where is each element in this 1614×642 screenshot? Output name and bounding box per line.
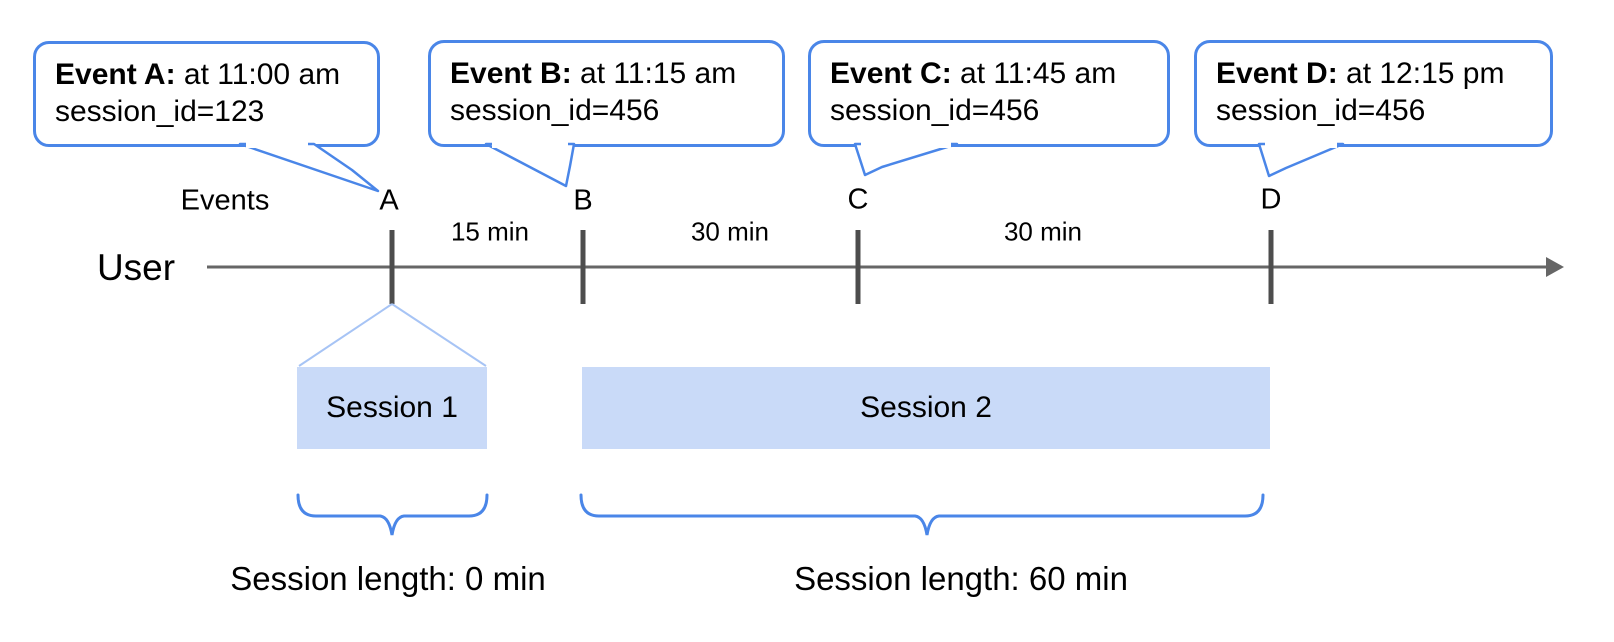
- event-b-callout-time: at 11:15 am: [571, 57, 737, 90]
- event-c-callout: Event C: at 11:45 am session_id=456: [808, 40, 1170, 147]
- event-d-callout: Event D: at 12:15 pm session_id=456: [1194, 40, 1553, 147]
- event-c-callout-time: at 11:45 am: [951, 57, 1117, 90]
- event-b-callout-session: session_id=456: [450, 94, 660, 127]
- event-d-callout-line1: Event D: at 12:15 pm: [1216, 55, 1536, 92]
- session1-label: Session 1: [326, 391, 458, 424]
- event-c-callout-title: Event C:: [830, 57, 952, 90]
- session1-funnel-line-left: [298, 303, 393, 367]
- session2-length-label: Session length: 60 min: [794, 560, 1128, 597]
- interval-b-c-label: 30 min: [690, 216, 770, 247]
- session1-brace: [296, 493, 489, 536]
- event-a-callout: Event A: at 11:00 am session_id=123: [33, 41, 380, 147]
- event-c-callout-line1: Event C: at 11:45 am: [830, 55, 1153, 92]
- interval-a-b-label: 15 min: [450, 216, 530, 247]
- event-c-marker-label: C: [847, 183, 869, 216]
- session1-box: Session 1: [297, 367, 487, 449]
- event-c-callout-session: session_id=456: [830, 94, 1040, 127]
- event-a-marker-label: A: [379, 184, 399, 217]
- user-axis-label: User: [96, 247, 176, 288]
- event-a-callout-session: session_id=123: [55, 95, 265, 128]
- event-b-callout: Event B: at 11:15 am session_id=456: [428, 40, 785, 147]
- event-d-callout-time: at 12:15 pm: [1337, 57, 1505, 90]
- events-axis-label: Events: [180, 184, 270, 217]
- event-b-callout-line1: Event B: at 11:15 am: [450, 55, 768, 92]
- timeline-arrow-head-icon: [1546, 257, 1564, 277]
- interval-c-d-label: 30 min: [1003, 216, 1083, 247]
- session2-label: Session 2: [860, 391, 992, 424]
- event-b-marker-label: B: [573, 184, 593, 217]
- event-a-callout-time: at 11:00 am: [175, 58, 341, 91]
- event-d-callout-session: session_id=456: [1216, 94, 1426, 127]
- session2-brace: [579, 493, 1265, 536]
- session2-box: Session 2: [582, 367, 1270, 449]
- event-d-marker-label: D: [1260, 183, 1282, 216]
- event-a-callout-line1: Event A: at 11:00 am: [55, 56, 363, 93]
- event-d-callout-title: Event D:: [1216, 57, 1338, 90]
- event-a-callout-title: Event A:: [55, 58, 176, 91]
- session1-funnel-line-right: [391, 303, 487, 367]
- event-b-callout-title: Event B:: [450, 57, 572, 90]
- session1-length-label: Session length: 0 min: [230, 560, 546, 597]
